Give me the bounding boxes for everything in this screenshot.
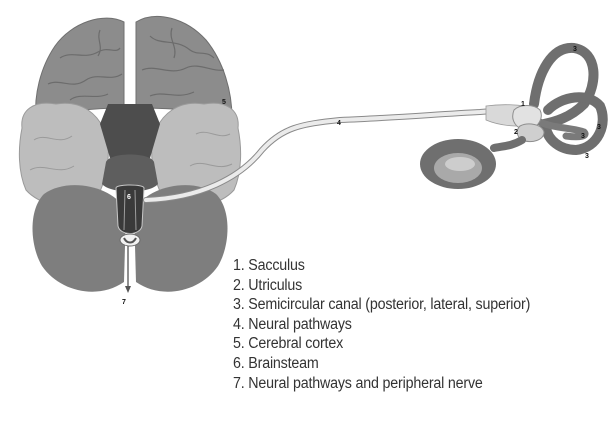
legend-item-peripheral-nerve: 7. Neural pathways and peripheral nerve — [233, 374, 580, 394]
cerebellum-left — [33, 185, 127, 292]
legend-item-cerebral-cortex: 5. Cerebral cortex — [233, 334, 580, 354]
legend-item-utriculus: 2. Utriculus — [233, 276, 580, 296]
marker-neural-pathways: 4 — [337, 120, 341, 127]
legend-item-sacculus: 1. Sacculus — [233, 256, 580, 276]
legend-item-brainstem: 6. Brainsteam — [233, 354, 580, 374]
marker-sacculus: 1 — [521, 101, 525, 108]
marker-canal-lateral: 3 — [581, 133, 585, 140]
marker-utriculus: 2 — [514, 129, 518, 136]
brain — [19, 16, 240, 293]
cochlea-core — [445, 157, 475, 171]
marker-brainstem: 6 — [127, 194, 131, 201]
cochlear-duct — [494, 140, 522, 148]
legend-item-neural-pathways: 4. Neural pathways — [233, 315, 580, 335]
marker-cerebral-cortex: 5 — [222, 99, 226, 106]
legend: 1. Sacculus 2. Utriculus 3. Semicircular… — [233, 256, 610, 393]
vestibular-organ — [420, 48, 603, 189]
marker-canal-extra: 3 — [585, 153, 589, 160]
marker-canal-posterior: 3 — [597, 124, 601, 131]
spinal-cord-section — [120, 234, 140, 246]
brainstem — [116, 185, 144, 234]
midbrain-region — [100, 104, 160, 158]
marker-canal-superior: 3 — [573, 46, 577, 53]
marker-peripheral-nerve: 7 — [122, 299, 126, 306]
peripheral-nerve-arrowhead — [125, 286, 131, 293]
legend-item-semicircular-canal: 3. Semicircular canal (posterior, latera… — [233, 295, 580, 315]
canal-superior — [534, 48, 593, 124]
frontal-lobe-right — [136, 16, 232, 118]
